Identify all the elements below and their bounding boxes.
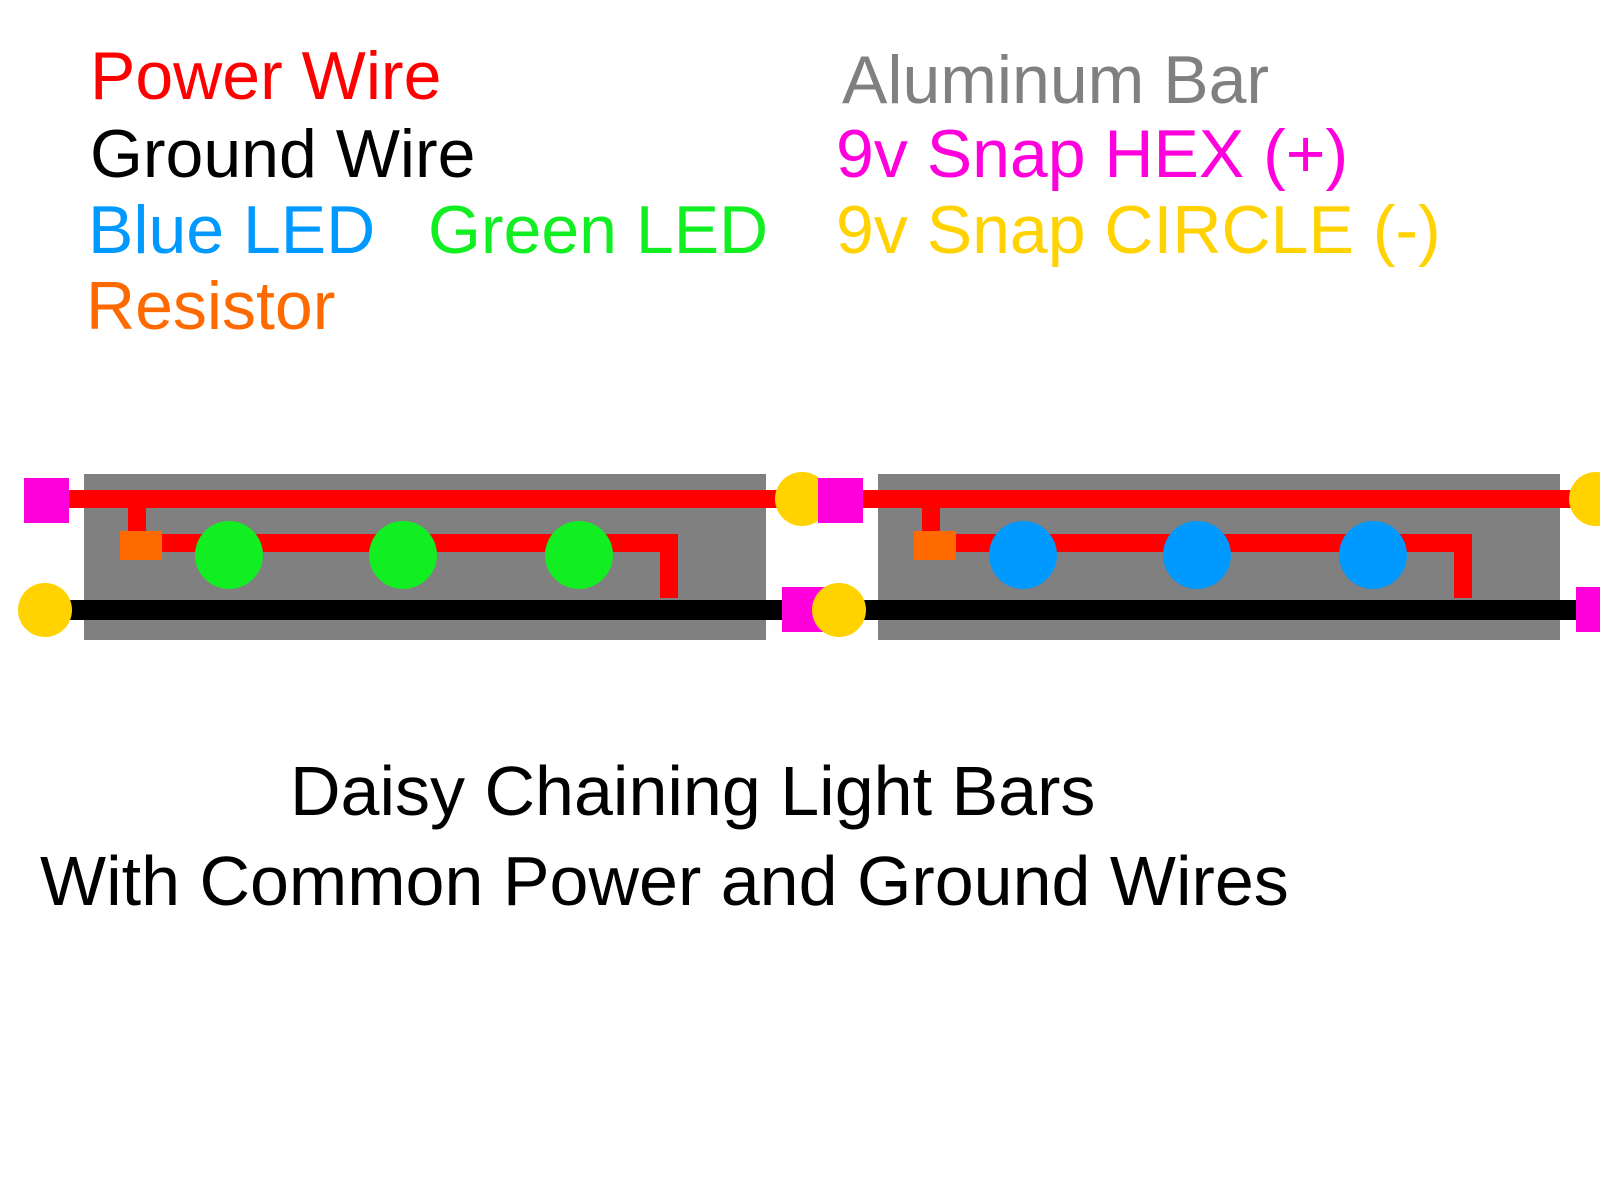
led-return-wire — [1454, 534, 1472, 598]
blue-led — [989, 521, 1057, 589]
snap-circle-output — [775, 472, 829, 526]
ground-wire — [56, 600, 798, 620]
power-wire — [68, 490, 800, 508]
legend-resistor: Resistor — [86, 268, 336, 344]
legend-green-led: Green LED — [428, 192, 769, 268]
snap-circle-input — [18, 583, 72, 637]
blue-led — [1339, 521, 1407, 589]
power-wire — [862, 490, 1594, 508]
power-wire-drop — [922, 490, 940, 540]
legend-power-wire: Power Wire — [90, 38, 442, 114]
light-bars — [18, 472, 1600, 640]
ground-wire — [850, 600, 1592, 620]
green-led — [545, 521, 613, 589]
snap-hex-input — [24, 478, 69, 523]
power-wire-drop — [128, 490, 146, 540]
green-led — [195, 521, 263, 589]
green-led — [369, 521, 437, 589]
blue-led — [1163, 521, 1231, 589]
legend-snap-circle: 9v Snap CIRCLE (-) — [836, 192, 1441, 268]
snap-hex-output — [1576, 587, 1600, 632]
light-bar-1 — [18, 472, 829, 640]
legend-blue-led: Blue LED — [88, 192, 376, 268]
light-bar-2 — [812, 472, 1600, 640]
legend-ground-wire: Ground Wire — [90, 116, 476, 192]
caption-title: Daisy Chaining Light Bars — [290, 752, 1096, 830]
resistor — [914, 531, 956, 560]
legend-snap-hex: 9v Snap HEX (+) — [836, 116, 1349, 192]
caption-subtitle: With Common Power and Ground Wires — [40, 842, 1289, 920]
snap-circle-output — [1569, 472, 1600, 526]
resistor — [120, 531, 162, 560]
snap-circle-input — [812, 583, 866, 637]
snap-hex-input — [818, 478, 863, 523]
legend-aluminum-bar: Aluminum Bar — [842, 42, 1270, 118]
led-return-wire — [660, 534, 678, 598]
